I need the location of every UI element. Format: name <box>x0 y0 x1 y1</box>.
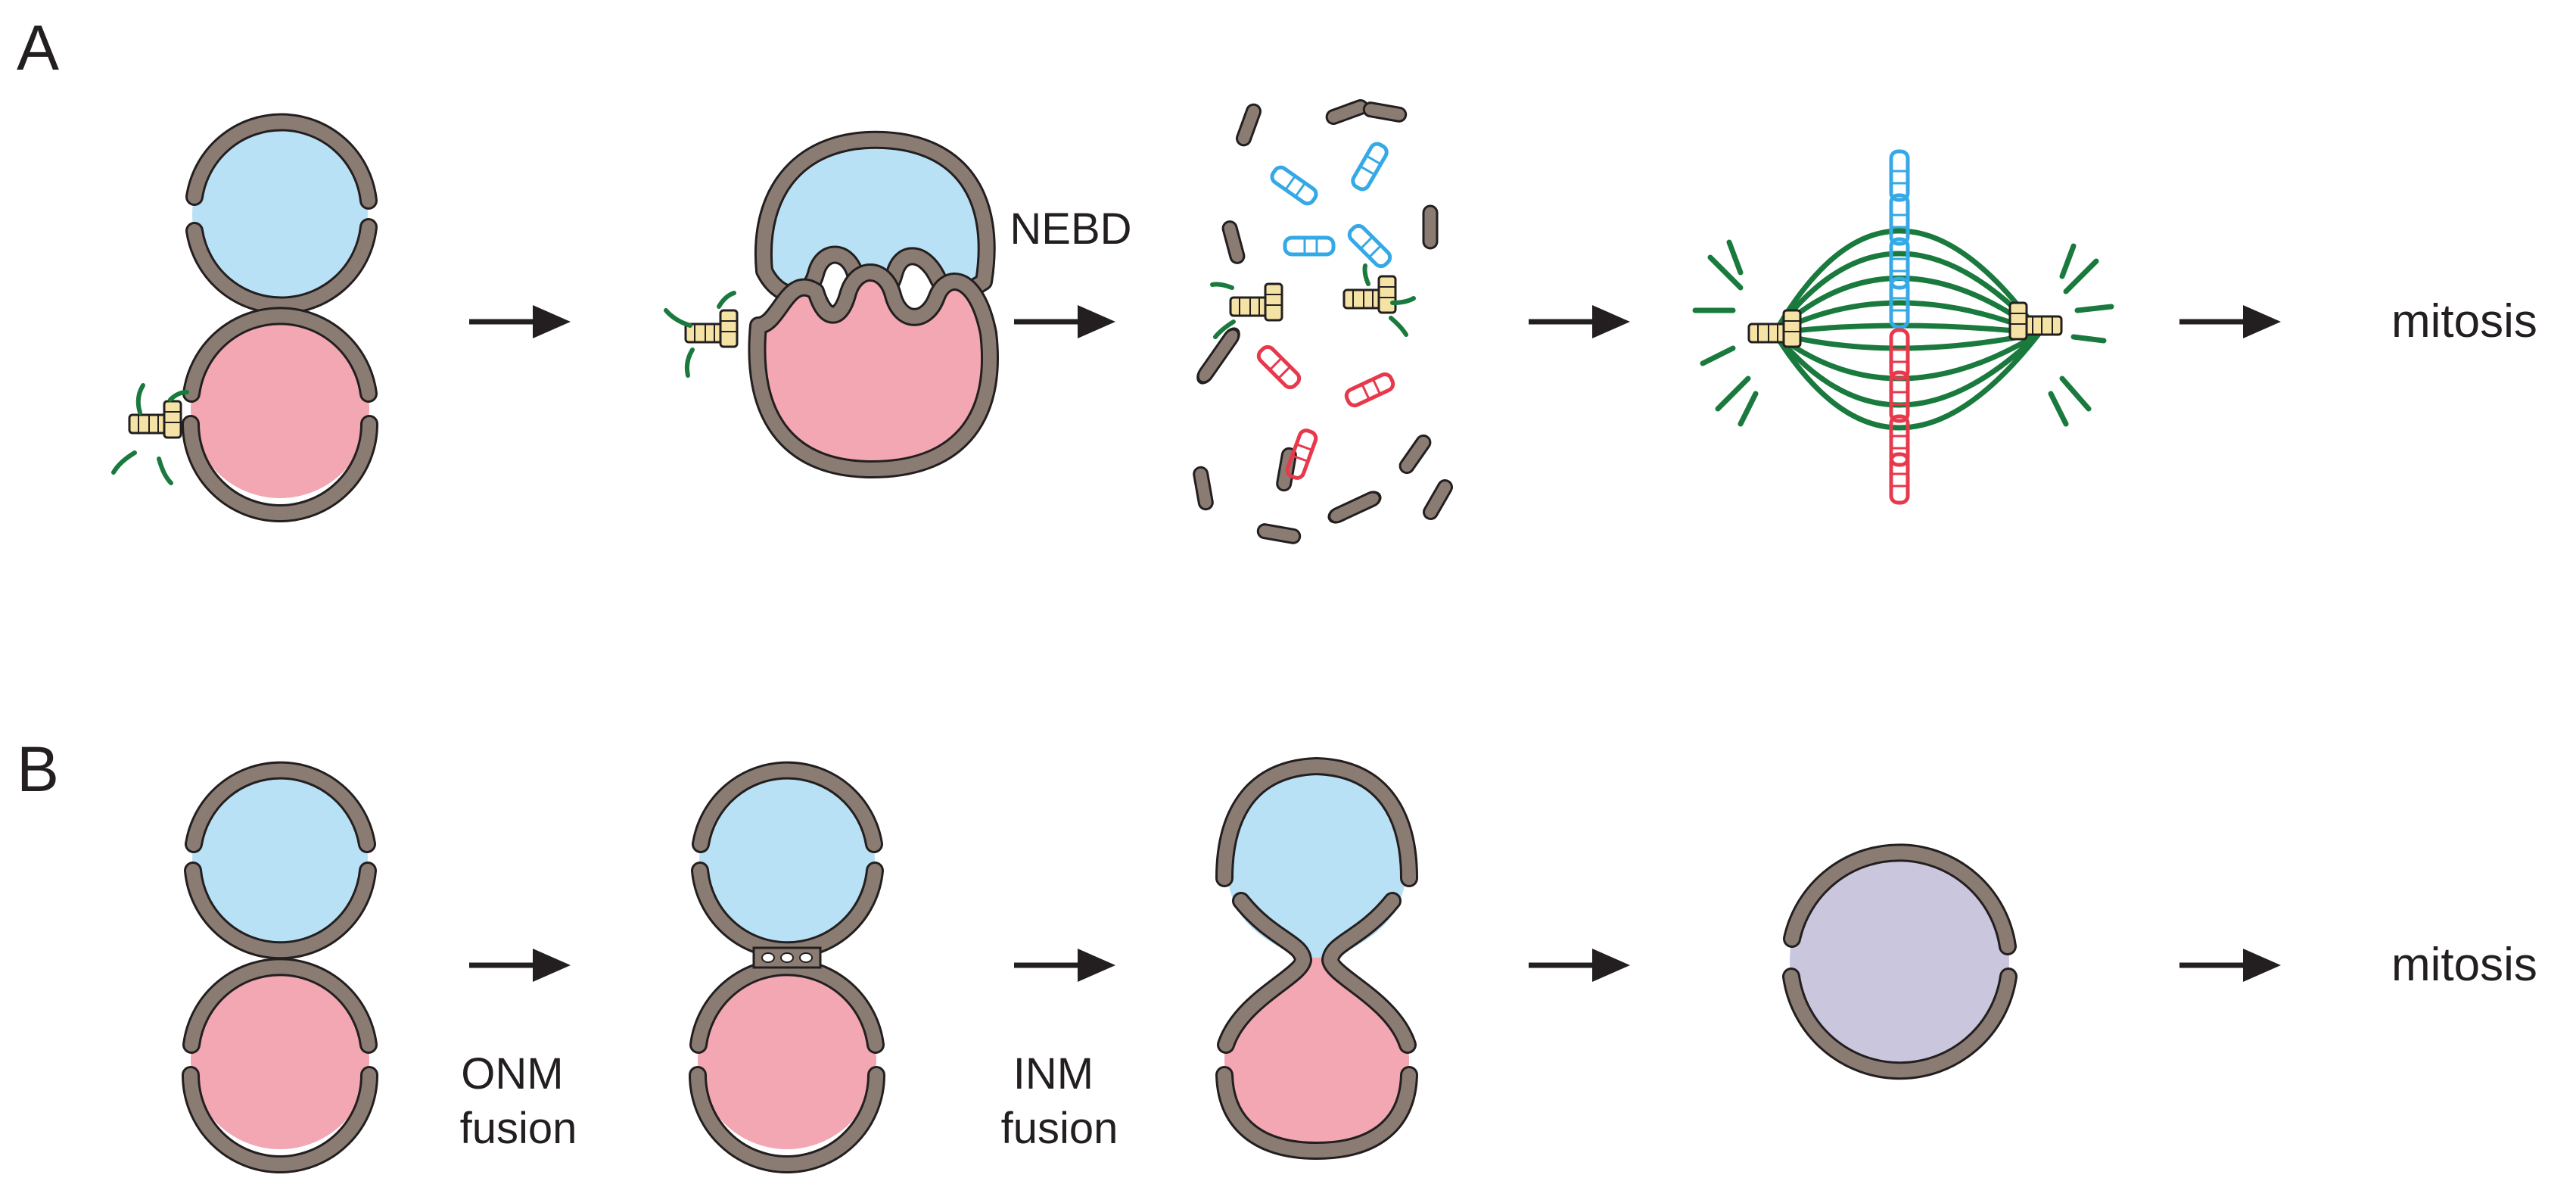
centrosome-icon <box>1342 263 1416 337</box>
panel-label-a: A <box>17 12 59 83</box>
nucleus-red <box>182 307 378 522</box>
centrosome-icon <box>111 383 189 485</box>
stage-b1-nuclei-pair <box>182 761 378 1173</box>
nucleus-blue <box>185 113 378 315</box>
arrow-right-icon <box>1529 949 1630 982</box>
arrow-right-icon <box>2179 305 2281 338</box>
stage-b4-fused-nucleus <box>1782 843 2018 1080</box>
chromosome-icon <box>1891 330 1908 503</box>
arrow-right-icon <box>469 949 571 982</box>
arrow-right-icon <box>1014 305 1115 338</box>
arrow-label-inm-fusion: INM fusion <box>1001 1049 1118 1153</box>
centrosome-icon <box>1747 309 1802 348</box>
arrow-label-nebd: NEBD <box>1010 204 1131 254</box>
arrow-label-onm-line-2: fusion <box>460 1104 577 1153</box>
centrosome-icon <box>2008 301 2063 341</box>
stage-b2-onm-fusion <box>689 761 885 1173</box>
arrow-right-icon <box>1529 305 1630 338</box>
arrow-right-icon <box>2179 949 2281 982</box>
stage-b3-inm-fusion <box>1215 756 1418 1161</box>
stage-a2-deforming-nuclei <box>664 130 999 478</box>
chromosome-icon <box>1269 142 1392 270</box>
arrow-label-onm-fusion: ONM fusion <box>460 1049 577 1153</box>
arrow-right-icon <box>1014 949 1115 982</box>
panel-label-b: B <box>17 734 59 805</box>
spindle-icon <box>1692 151 2114 503</box>
arrow-label-inm-line-2: fusion <box>1001 1104 1118 1153</box>
centrosome-icon <box>664 291 739 378</box>
arrow-label-inm-line-1: INM <box>1013 1049 1094 1098</box>
chromosome-icon <box>1256 344 1395 480</box>
end-label-mitosis-b: mitosis <box>2391 939 2537 991</box>
stage-a1-nuclei-pair <box>111 113 378 522</box>
end-label-mitosis-a: mitosis <box>2391 295 2537 347</box>
arrow-right-icon <box>469 305 571 338</box>
centrosome-icon <box>1210 282 1283 339</box>
stage-a3-nebd <box>1191 97 1456 546</box>
arrow-label-onm-line-1: ONM <box>461 1049 563 1098</box>
